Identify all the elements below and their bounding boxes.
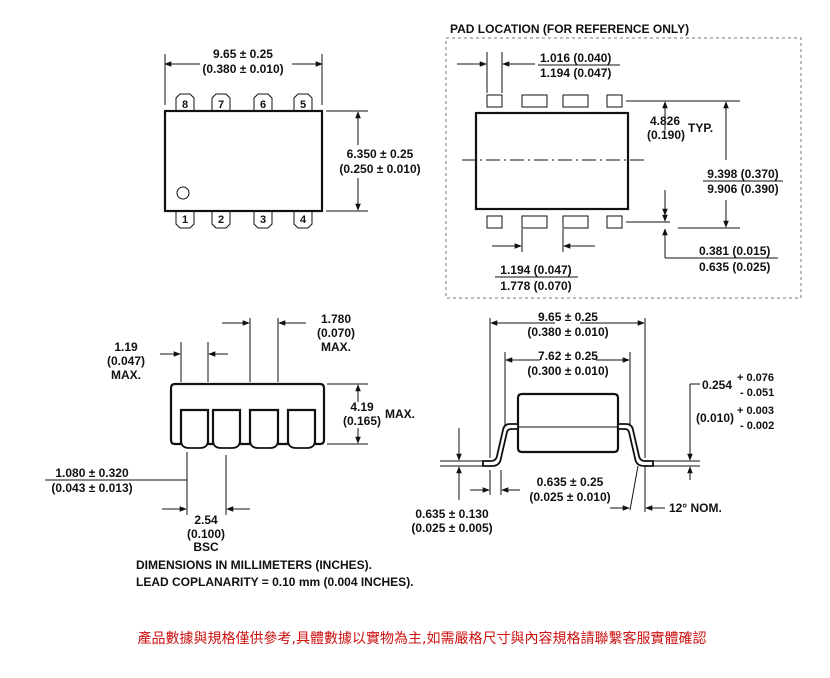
- angle: 12° NOM.: [669, 501, 722, 515]
- lead-height-in: (0.025 ± 0.005): [411, 521, 492, 535]
- side-view: 1.19 (0.047) MAX. 1.780 (0.070) MAX. 4.1…: [45, 312, 415, 554]
- pad-width-min: 1.016 (0.040): [540, 51, 611, 65]
- lead-width-mm: 1.19: [114, 340, 138, 354]
- end-overall-mm: 9.65 ± 0.25: [538, 310, 598, 324]
- lead-height-mm: 0.635 ± 0.130: [415, 507, 489, 521]
- foot-in: (0.025 ± 0.010): [529, 490, 610, 504]
- lead-gap-max: MAX.: [321, 340, 351, 354]
- lead-width-in: (0.047): [107, 354, 145, 368]
- top-pins-lower: 1 2 3 4: [175, 211, 313, 229]
- thickness-in: (0.010): [696, 411, 734, 425]
- top-width-in: (0.380 ± 0.010): [202, 62, 283, 76]
- pad-body-outline: [474, 111, 630, 211]
- top-pins-upper: 8 7 6 5: [175, 93, 313, 111]
- row-spacing-mm: 4.826: [650, 114, 680, 128]
- pin-label-1: 1: [182, 214, 188, 226]
- lead-width-max: MAX.: [111, 368, 141, 382]
- end-body-mm: 7.62 ± 0.25: [538, 349, 598, 363]
- top-width-mm: 9.65 ± 0.25: [213, 47, 273, 61]
- end-lead-left: [482, 423, 519, 467]
- pad-frame: [445, 37, 802, 299]
- disclaimer: 產品數據與規格僅供參考,具體數據以實物為主,如需嚴格尺寸與內容規格請聯繫客服實體…: [138, 630, 707, 647]
- pad-length-max: 0.635 (0.025): [699, 260, 770, 274]
- overall-min: 9.398 (0.370): [707, 167, 778, 181]
- side-body: [169, 382, 326, 446]
- end-body-in: (0.300 ± 0.010): [527, 364, 608, 378]
- pad-length-min: 0.381 (0.015): [699, 244, 770, 258]
- pin-label-7: 7: [218, 99, 224, 111]
- standoff-mm: 1.080 ± 0.320: [55, 466, 129, 480]
- top-view: 9.65 ± 0.25 (0.380 ± 0.010) 8 7 6 5 1 2 …: [163, 47, 421, 229]
- height-max: MAX.: [385, 407, 415, 421]
- pitch-bsc: BSC: [193, 540, 219, 554]
- pin-label-2: 2: [218, 214, 224, 226]
- note-coplanarity: LEAD COPLANARITY = 0.10 mm (0.004 INCHES…: [136, 575, 414, 589]
- lead-gap-mm: 1.780: [321, 312, 351, 326]
- foot-mm: 0.635 ± 0.25: [537, 475, 604, 489]
- standoff-in: (0.043 ± 0.013): [51, 481, 132, 495]
- overall-max: 9.906 (0.390): [707, 182, 778, 196]
- pad-width-max: 1.194 (0.047): [540, 66, 611, 80]
- pad-location-view: PAD LOCATION (FOR REFERENCE ONLY) 1.016 …: [445, 22, 802, 299]
- end-overall-in: (0.380 ± 0.010): [527, 325, 608, 339]
- pitch-min: 1.194 (0.047): [500, 263, 571, 277]
- top-height-in: (0.250 ± 0.010): [339, 162, 420, 176]
- thickness-plus-in: + 0.003: [737, 405, 774, 417]
- end-lead-right: [617, 423, 654, 467]
- height-mm: 4.19: [350, 400, 374, 414]
- pin-label-4: 4: [300, 214, 307, 226]
- thickness-plus-mm: + 0.076: [737, 372, 774, 384]
- pin1-dot: [176, 186, 190, 200]
- thickness-minus-in: - 0.002: [740, 420, 774, 432]
- thickness-mm: 0.254: [702, 378, 732, 392]
- lead-gap-in: (0.070): [317, 326, 355, 340]
- pin-label-6: 6: [260, 99, 266, 111]
- thickness-minus-mm: - 0.051: [740, 387, 774, 399]
- row-spacing-typ: TYP.: [688, 121, 713, 135]
- pin-label-8: 8: [182, 99, 188, 111]
- note-units: DIMENSIONS IN MILLIMETERS (INCHES).: [136, 558, 372, 572]
- end-view: 9.65 ± 0.25 (0.380 ± 0.010) 7.62 ± 0.25 …: [411, 310, 774, 535]
- top-body: [163, 109, 324, 213]
- row-spacing-in: (0.190): [647, 128, 685, 142]
- pin-label-3: 3: [260, 214, 266, 226]
- pin-label-5: 5: [300, 99, 306, 111]
- end-body: [516, 392, 620, 454]
- top-height-mm: 6.350 ± 0.25: [347, 147, 414, 161]
- pitch-in: (0.100): [187, 527, 225, 541]
- height-in: (0.165): [343, 414, 381, 428]
- pitch-max: 1.778 (0.070): [500, 279, 571, 293]
- pad-title: PAD LOCATION (FOR REFERENCE ONLY): [450, 22, 689, 36]
- pitch-mm: 2.54: [194, 513, 218, 527]
